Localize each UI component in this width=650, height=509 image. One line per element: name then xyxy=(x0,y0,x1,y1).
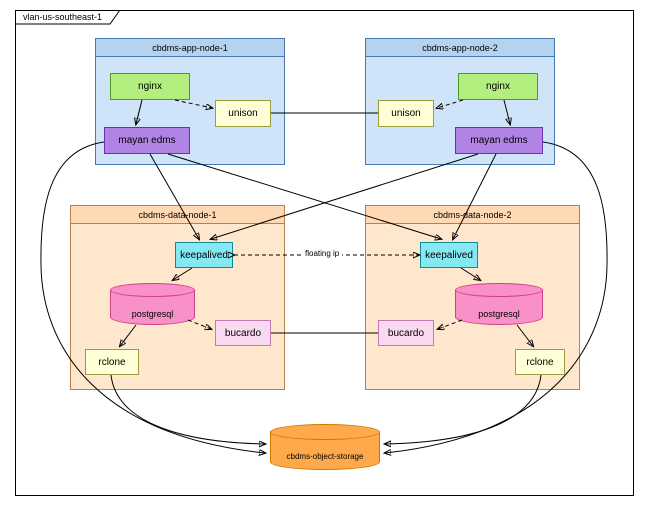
rclone-1-box: rclone xyxy=(85,349,139,375)
object-storage-label: cbdms-object-storage xyxy=(286,452,364,461)
object-storage-cylinder-top xyxy=(270,424,380,440)
unison-1-box: unison xyxy=(215,100,271,127)
postgresql-2-cylinder: postgresql xyxy=(455,283,543,325)
rclone-2-box: rclone xyxy=(515,349,565,375)
postgresql-2-cylinder-top xyxy=(455,283,543,297)
postgresql-2-label: postgresql xyxy=(478,309,520,319)
app-node-2-title: cbdms-app-node-2 xyxy=(366,39,554,57)
mayan-edms-2-box: mayan edms xyxy=(455,127,543,154)
bucardo-2-box: bucardo xyxy=(378,320,434,346)
postgresql-1-cylinder: postgresql xyxy=(110,283,195,325)
keepalived-1-box: keepalived xyxy=(175,242,233,268)
postgresql-1-label: postgresql xyxy=(131,309,174,319)
nginx-1-box: nginx xyxy=(110,73,190,100)
mayan-edms-1-box: mayan edms xyxy=(104,127,190,154)
app-node-1-title: cbdms-app-node-1 xyxy=(96,39,284,57)
postgresql-1-cylinder-top xyxy=(110,283,195,297)
keepalived-2-box: keepalived xyxy=(420,242,478,268)
bucardo-1-box: bucardo xyxy=(215,320,271,346)
data-node-1-title: cbdms-data-node-1 xyxy=(71,206,284,224)
vlan-frame-label: vlan-us-southeast-1 xyxy=(23,12,103,22)
floating-ip-label: floating ip xyxy=(302,249,343,258)
nginx-2-box: nginx xyxy=(458,73,538,100)
data-node-2-title: cbdms-data-node-2 xyxy=(366,206,579,224)
unison-2-box: unison xyxy=(378,100,434,127)
object-storage-cylinder: cbdms-object-storage xyxy=(270,424,380,470)
